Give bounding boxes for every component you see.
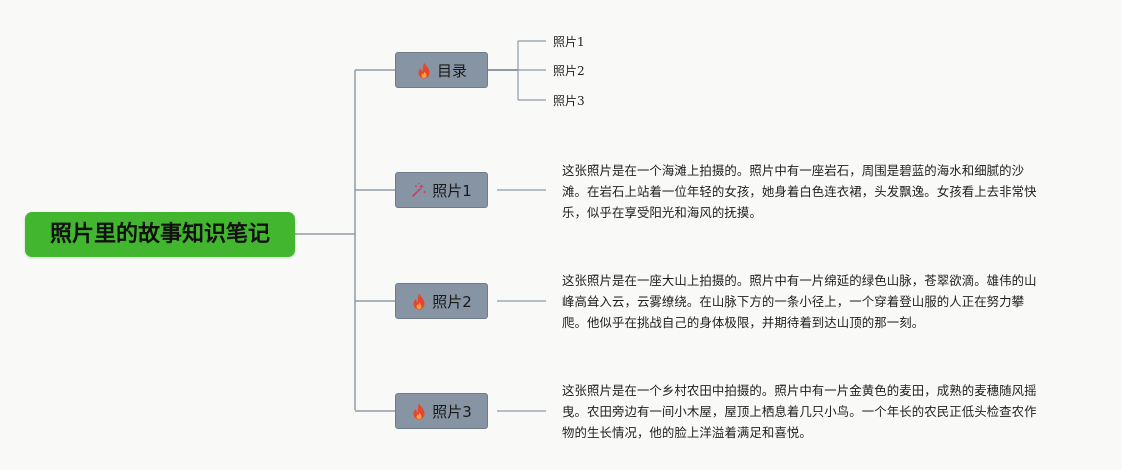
note-photo3: 这张照片是在一个乡村农田中拍摄的。照片中有一片金黄色的麦田，成熟的麦穗随风摇曳。… bbox=[562, 383, 1037, 440]
root-title: 照片里的故事知识笔记 bbox=[49, 222, 270, 247]
fire-icon bbox=[416, 61, 432, 79]
topic-catalog[interactable]: 目录 bbox=[395, 52, 488, 88]
topic-label-photo2: 照片2 bbox=[432, 292, 472, 311]
topic-label-photo1: 照片1 bbox=[432, 181, 472, 200]
topic-photo2[interactable]: 照片2 bbox=[395, 283, 488, 319]
catalog-item-photo2[interactable]: 照片2 bbox=[553, 64, 585, 78]
root-node[interactable]: 照片里的故事知识笔记 bbox=[25, 212, 295, 257]
sparkle-icon bbox=[411, 181, 427, 199]
topic-photo1[interactable]: 照片1 bbox=[395, 172, 488, 208]
catalog-item-photo3[interactable]: 照片3 bbox=[553, 94, 585, 108]
topic-label-photo3: 照片3 bbox=[432, 402, 472, 421]
fire-icon bbox=[411, 292, 427, 310]
note-photo1: 这张照片是在一个海滩上拍摄的。照片中有一座岩石，周围是碧蓝的海水和细腻的沙滩。在… bbox=[562, 163, 1037, 220]
note-photo2: 这张照片是在一座大山上拍摄的。照片中有一片绵延的绿色山脉，苍翠欲滴。雄伟的山峰高… bbox=[562, 273, 1037, 330]
topic-photo3[interactable]: 照片3 bbox=[395, 393, 488, 429]
fire-icon bbox=[411, 402, 427, 420]
catalog-item-photo1[interactable]: 照片1 bbox=[553, 35, 585, 49]
topic-label-catalog: 目录 bbox=[436, 61, 467, 80]
